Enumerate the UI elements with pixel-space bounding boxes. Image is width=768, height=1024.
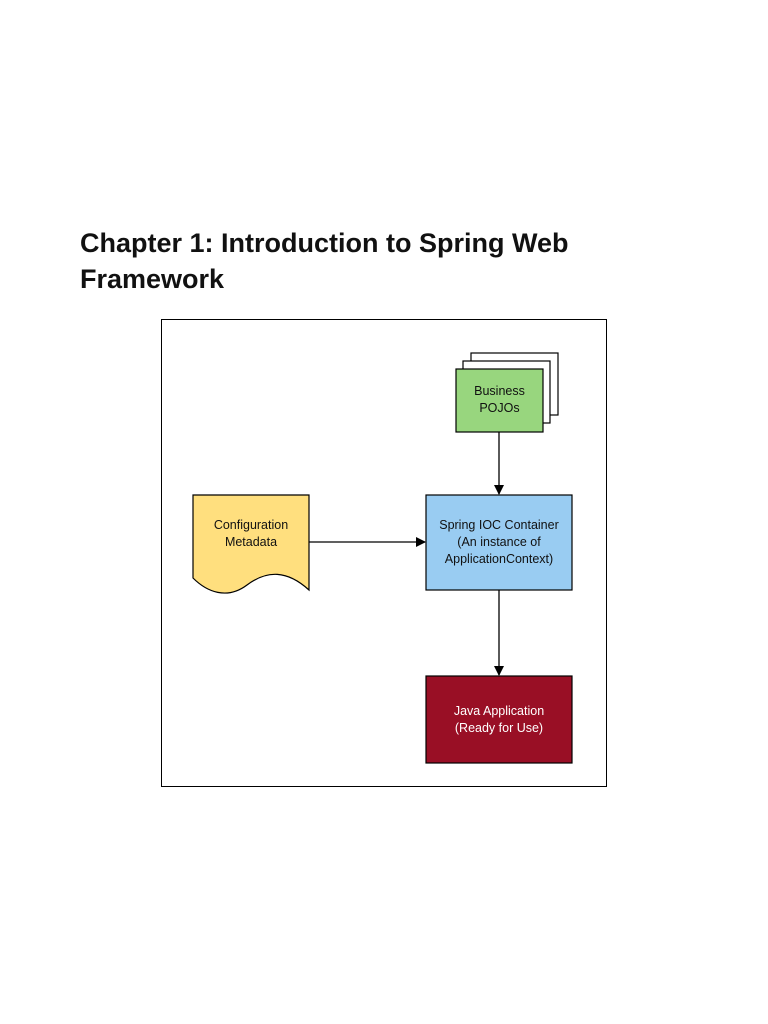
chapter-title: Chapter 1: Introduction to Spring Web Fr… <box>80 225 700 297</box>
spring-ioc-container-box <box>425 494 573 591</box>
chapter-title-line-2: Framework <box>80 264 225 294</box>
spring-ioc-container-label-line-1: Spring IOC Container <box>439 518 559 532</box>
business-pojos-label-line-1: Business <box>474 384 525 398</box>
java-application-box <box>425 675 573 764</box>
java-application-label-line-2: (Ready for Use) <box>455 721 543 735</box>
diagram-canvas: Business POJOs Configuration Metadata Sp… <box>192 352 573 764</box>
configuration-metadata-label-line-1: Configuration <box>214 518 288 532</box>
pojo-stack-front <box>455 368 544 433</box>
spring-ioc-container-label-line-3: ApplicationContext) <box>445 552 553 566</box>
configuration-metadata-label-line-2: Metadata <box>225 535 277 549</box>
spring-ioc-container-node: Spring IOC Container (An instance of App… <box>425 494 573 591</box>
spring-ioc-diagram: Business POJOs Configuration Metadata Sp… <box>161 319 607 787</box>
java-application-label-line-1: Java Application <box>454 704 544 718</box>
chapter-title-line-1: Chapter 1: Introduction to Spring Web <box>80 228 569 258</box>
configuration-metadata-node: Configuration Metadata <box>192 494 310 594</box>
spring-ioc-container-label-line-2: (An instance of <box>457 535 541 549</box>
configuration-metadata-shape <box>192 494 310 594</box>
business-pojos-label-line-2: POJOs <box>479 401 519 415</box>
business-pojos-node: Business POJOs <box>455 352 559 433</box>
java-application-node: Java Application (Ready for Use) <box>425 675 573 764</box>
